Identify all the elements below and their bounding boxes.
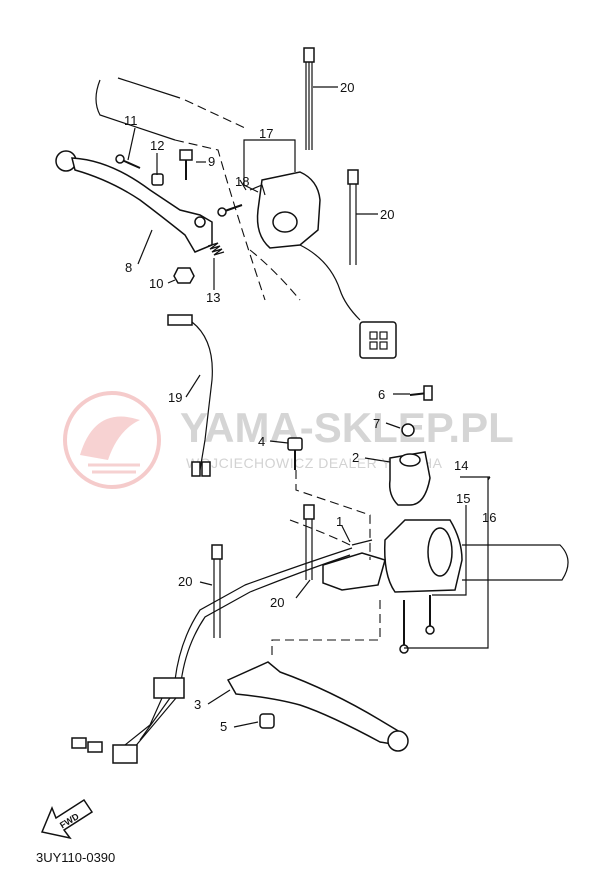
screw-16 bbox=[399, 600, 409, 654]
diagram-code: 3UY110-0390 bbox=[36, 850, 115, 865]
spring-13 bbox=[207, 242, 225, 256]
clutch-switch-wire bbox=[167, 314, 213, 477]
cable-tie-lower-left bbox=[211, 544, 223, 638]
callout-17: 17 bbox=[259, 126, 273, 141]
cable-tie-top bbox=[303, 47, 315, 150]
screw-11 bbox=[115, 154, 141, 169]
cable-tie-lower-mid bbox=[303, 504, 315, 580]
fwd-arrow-icon: FWD bbox=[40, 798, 94, 840]
callout-1: 1 bbox=[336, 514, 343, 529]
callout-19: 19 bbox=[168, 390, 182, 405]
nut-5 bbox=[259, 713, 275, 729]
screw-18 bbox=[217, 204, 243, 217]
screw-6 bbox=[409, 385, 433, 401]
bolt-4 bbox=[287, 437, 303, 470]
leader-lines bbox=[127, 86, 491, 728]
watermark-subtitle: WOJCIECHOWICZ DEALER YAMAHA bbox=[186, 455, 443, 471]
callout-15: 15 bbox=[456, 491, 470, 506]
callout-6: 6 bbox=[378, 387, 385, 402]
bolt-9 bbox=[179, 149, 193, 180]
watermark-title: YAMA-SKLEP.PL bbox=[180, 404, 514, 451]
callout-4: 4 bbox=[258, 434, 265, 449]
callout-9: 9 bbox=[208, 154, 215, 169]
wiring-harness bbox=[71, 547, 353, 764]
left-handlebar-grip bbox=[95, 77, 301, 301]
callout-20-b: 20 bbox=[380, 207, 394, 222]
switch-connector bbox=[359, 321, 397, 359]
alignment-lines bbox=[271, 470, 381, 655]
callout-13: 13 bbox=[206, 290, 220, 305]
callout-18: 18 bbox=[235, 174, 249, 189]
screw-15 bbox=[425, 595, 435, 635]
callout-12: 12 bbox=[150, 138, 164, 153]
callout-8: 8 bbox=[125, 260, 132, 275]
callout-5: 5 bbox=[220, 719, 227, 734]
callout-2: 2 bbox=[352, 450, 359, 465]
nut-7 bbox=[401, 423, 415, 437]
brake-lever bbox=[226, 661, 409, 752]
watermark-logo-icon bbox=[63, 391, 161, 489]
clutch-lever bbox=[55, 150, 213, 253]
nut-12 bbox=[151, 173, 164, 186]
bracket-2 bbox=[388, 451, 431, 506]
callout-11: 11 bbox=[124, 113, 138, 128]
cable-tie-mid bbox=[347, 169, 359, 265]
callout-16: 16 bbox=[482, 510, 496, 525]
left-handlebar-switch bbox=[249, 171, 361, 321]
callout-10: 10 bbox=[149, 276, 163, 291]
callout-20-d: 20 bbox=[270, 595, 284, 610]
callout-3: 3 bbox=[194, 697, 201, 712]
callout-20-a: 20 bbox=[340, 80, 354, 95]
right-handlebar-switch bbox=[322, 519, 569, 593]
callout-7: 7 bbox=[373, 416, 380, 431]
callout-20-c: 20 bbox=[178, 574, 192, 589]
callout-14: 14 bbox=[454, 458, 468, 473]
nut-10 bbox=[173, 267, 195, 284]
